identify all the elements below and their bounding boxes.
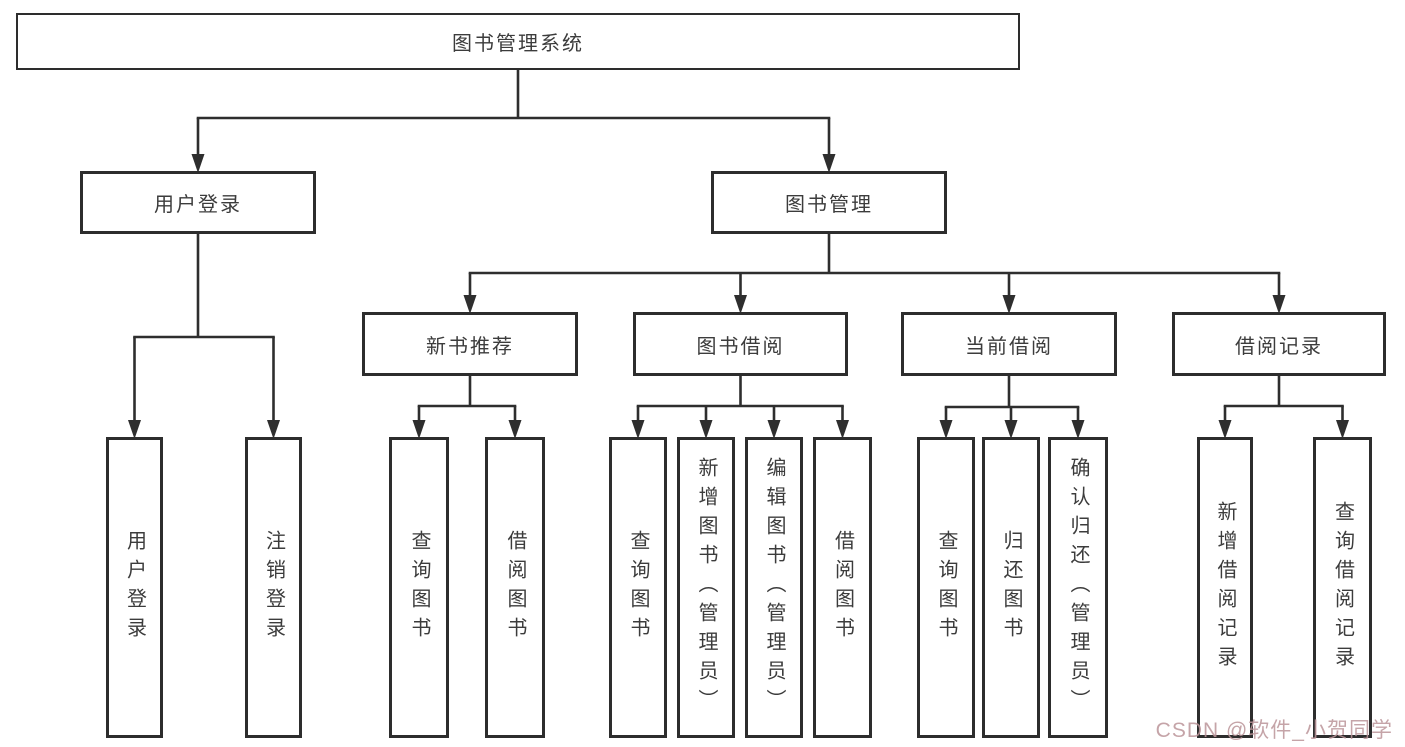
watermark-text: CSDN @软件_小贺同学 (1155, 719, 1393, 742)
node-b-edit: 编辑图书（管理员） (745, 437, 803, 738)
node-label: 用户登录 (154, 194, 242, 216)
node-label: 查询图书 (408, 529, 430, 646)
arrowhead-icon (1272, 295, 1286, 314)
arrowhead-icon (191, 154, 205, 173)
arrowhead-icon (267, 420, 280, 439)
node-label: 注销登录 (262, 529, 285, 646)
arrowhead-icon (1002, 295, 1016, 314)
node-label: 确认归还（管理员） (1067, 457, 1089, 718)
node-label: 借阅图书 (504, 529, 526, 646)
edges-root (191, 69, 836, 173)
node-label: 查询图书 (935, 529, 957, 646)
node-leaf-login: 用户登录 (106, 437, 163, 738)
node-login: 用户登录 (80, 171, 316, 234)
node-label: 当前借阅 (965, 335, 1053, 358)
node-label: 借阅图书 (831, 529, 854, 646)
node-r-query: 查询借阅记录 (1313, 437, 1372, 738)
node-c-return: 归还图书 (982, 437, 1040, 738)
edges-mgmt (463, 233, 1286, 314)
arrowhead-icon (128, 420, 141, 439)
node-record: 借阅记录 (1172, 312, 1386, 376)
node-label: 图书借阅 (696, 335, 785, 358)
node-c-query: 查询图书 (917, 437, 975, 738)
node-label: 查询借阅记录 (1331, 500, 1354, 675)
node-label: 新书推荐 (426, 335, 514, 358)
node-label: 图书管理系统 (452, 33, 584, 55)
node-label: 查询图书 (627, 529, 649, 646)
node-b-borrow: 借阅图书 (813, 437, 872, 738)
arrowhead-icon (1004, 420, 1018, 439)
arrowhead-icon (631, 420, 645, 439)
node-mgmt: 图书管理 (711, 171, 947, 234)
edges-current (939, 375, 1085, 439)
node-b-add: 新增图书（管理员） (677, 437, 735, 738)
arrowhead-icon (1071, 420, 1085, 439)
node-borrow: 图书借阅 (633, 312, 848, 376)
arrowhead-icon (463, 295, 477, 314)
edges-record (1218, 375, 1349, 439)
node-c-confirm: 确认归还（管理员） (1048, 437, 1108, 738)
node-r-add: 新增借阅记录 (1197, 437, 1253, 738)
arrowhead-icon (822, 154, 836, 173)
arrowhead-icon (412, 420, 426, 439)
node-label: 借阅记录 (1235, 335, 1323, 358)
node-root: 图书管理系统 (16, 13, 1020, 70)
arrowhead-icon (1336, 420, 1349, 439)
node-b-query: 查询图书 (609, 437, 667, 738)
node-label: 新增借阅记录 (1214, 500, 1236, 675)
arrowhead-icon (836, 420, 849, 439)
arrowhead-icon (699, 420, 713, 439)
arrowhead-icon (767, 420, 781, 439)
edges-borrow (631, 375, 849, 439)
node-rec: 新书推荐 (362, 312, 578, 376)
node-label: 用户登录 (123, 529, 146, 646)
node-current: 当前借阅 (901, 312, 1117, 376)
node-label: 归还图书 (1000, 529, 1022, 646)
edges-rec (412, 375, 522, 439)
node-label: 图书管理 (785, 194, 873, 216)
node-label: 编辑图书（管理员） (763, 457, 785, 718)
arrowhead-icon (1218, 420, 1232, 439)
arrowhead-icon (508, 420, 522, 439)
edges-login (128, 233, 280, 439)
arrowhead-icon (939, 420, 953, 439)
node-rec-borrow: 借阅图书 (485, 437, 545, 738)
node-leaf-logout: 注销登录 (245, 437, 302, 738)
node-rec-query: 查询图书 (389, 437, 449, 738)
arrowhead-icon (734, 295, 747, 314)
node-label: 新增图书（管理员） (695, 457, 717, 718)
